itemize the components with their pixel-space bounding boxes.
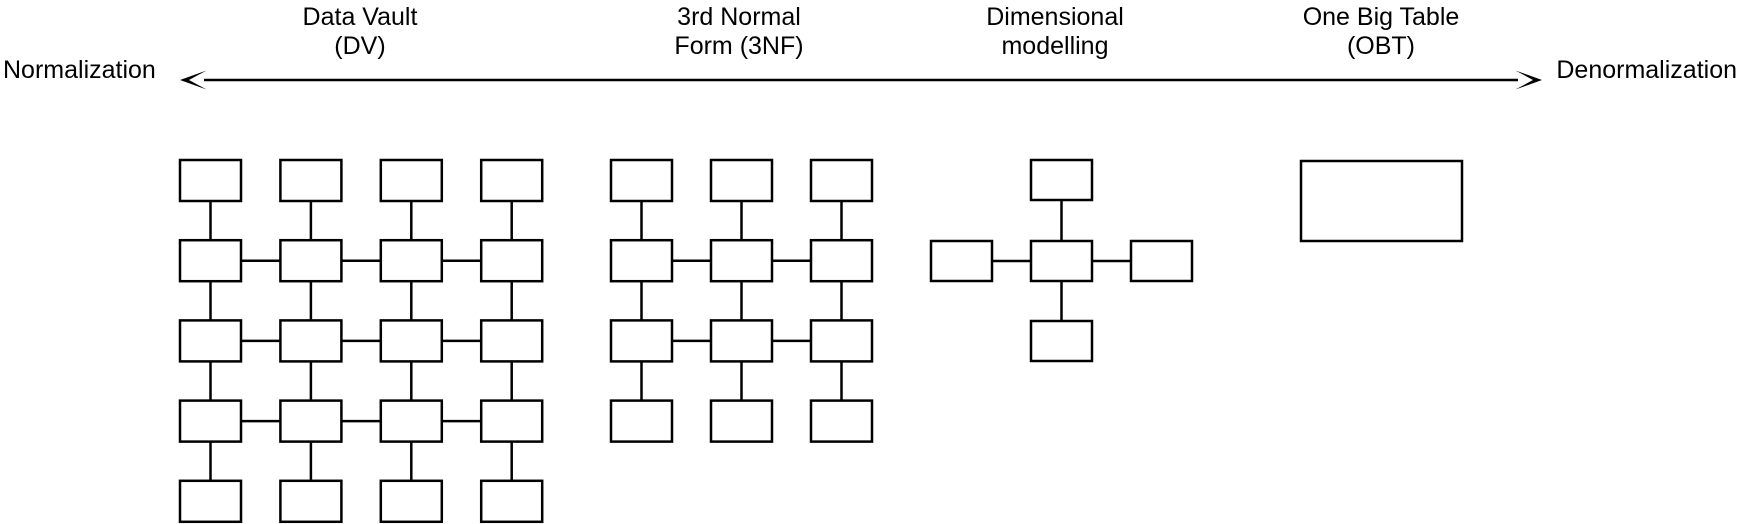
approach-label-line1: One Big Table [1302, 3, 1460, 31]
table-box [709, 399, 774, 443]
table-box [379, 479, 444, 524]
table-box [178, 479, 243, 524]
diagram-one-big-table [1299, 159, 1464, 243]
table-box [479, 158, 544, 203]
diagram-third-normal-form [609, 158, 874, 443]
table-box [379, 319, 444, 363]
approach-label-line2: (OBT) [1346, 32, 1416, 60]
approach-label-one-big-table: One Big Table (OBT) [1303, 3, 1460, 61]
table-box [609, 238, 674, 283]
axis-arrowhead-right [1515, 70, 1542, 90]
approach-label-line1: 3rd Normal [677, 3, 801, 31]
table-box [279, 319, 343, 363]
approach-label-line1: Data Vault [302, 3, 418, 31]
axis-arrowhead-left [180, 70, 207, 90]
axis-right-label: Denormalization [1556, 56, 1737, 84]
table-box [379, 399, 444, 443]
table-box [709, 158, 774, 203]
approach-label-data-vault: Data Vault (DV) [303, 3, 418, 61]
table-box [178, 238, 243, 283]
approach-label-line1: Dimensional [986, 3, 1124, 31]
approach-label-line2: modelling [1001, 32, 1109, 60]
table-box [279, 238, 343, 283]
table-box [1299, 159, 1464, 243]
table-box [479, 479, 544, 524]
table-box [178, 319, 243, 363]
axis-arrow [180, 70, 1542, 90]
table-box [809, 399, 874, 443]
table-box [279, 158, 343, 203]
diagram-data-vault [178, 158, 544, 524]
table-box [279, 399, 343, 443]
table-box [1029, 158, 1094, 202]
approach-label-line2: (DV) [334, 32, 386, 60]
table-box [479, 319, 544, 363]
approach-label-third-normal-form: 3rd Normal Form (3NF) [674, 3, 803, 61]
table-box [279, 479, 343, 524]
table-box [1029, 239, 1094, 283]
table-box [178, 158, 243, 203]
table-box [379, 238, 444, 283]
table-box [929, 239, 994, 283]
axis-left-label: Normalization [3, 56, 156, 84]
table-box [809, 238, 874, 283]
table-box [709, 238, 774, 283]
table-box [1129, 239, 1194, 283]
table-box [709, 319, 774, 363]
table-box [609, 158, 674, 203]
table-box [479, 238, 544, 283]
table-box [479, 399, 544, 443]
table-box [809, 158, 874, 203]
table-box [1029, 319, 1094, 363]
table-box [379, 158, 444, 203]
approach-label-line2: Form (3NF) [674, 32, 804, 60]
table-box [178, 399, 243, 443]
diagram-dimensional-modelling [929, 158, 1194, 363]
approach-label-dimensional-modelling: Dimensional modelling [986, 3, 1124, 61]
table-box [809, 319, 874, 363]
table-box [609, 399, 674, 443]
table-box [609, 319, 674, 363]
